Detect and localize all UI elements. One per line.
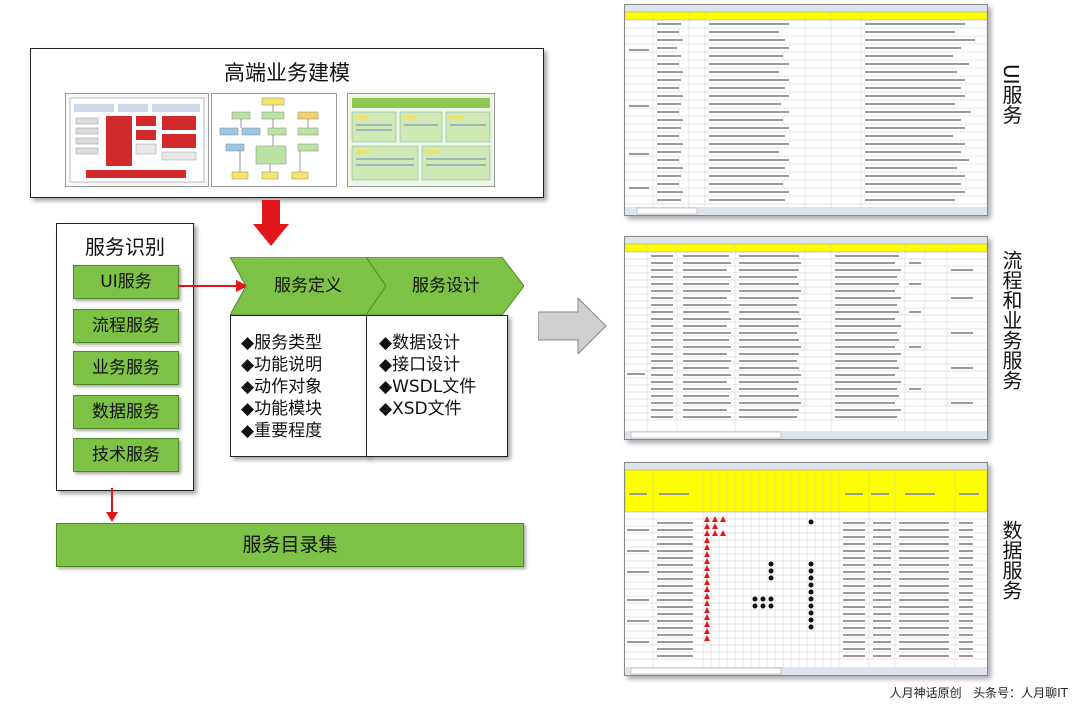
service-design-chevron[interactable]: 服务设计: [366, 257, 524, 315]
process-service-side-label: 流程和业务服务: [998, 250, 1023, 396]
service-catalog-bar[interactable]: 服务目录集: [56, 523, 524, 567]
business-modeling-panel: 高端业务建模: [30, 48, 544, 198]
definition-item: ◆动作对象: [241, 377, 323, 397]
process-service-button[interactable]: 流程服务: [73, 309, 179, 343]
ui-service-button[interactable]: UI服务: [73, 265, 179, 299]
right-arrow-icon: [178, 280, 248, 292]
design-item: ◆数据设计: [379, 333, 461, 353]
data-service-label-text: 数据服务: [999, 520, 1023, 600]
business-modeling-title: 高端业务建模: [224, 61, 350, 85]
ui-service-label-text: UI服务: [999, 64, 1023, 125]
footer-credit: 人月神话原创 头条号：人月聊IT: [889, 686, 1068, 700]
service-identification-panel: 服务识别 UI服务 流程服务 业务服务 数据服务 技术服务: [56, 223, 194, 491]
down-arrow-icon: [253, 200, 289, 246]
ui-service-spreadsheet: [624, 4, 988, 216]
service-identification-title: 服务识别: [85, 235, 165, 259]
definition-item: ◆功能说明: [241, 355, 323, 375]
model-thumbnail-3: [347, 93, 495, 187]
service-design-title: 服务设计: [412, 276, 480, 296]
design-item: ◆XSD文件: [379, 399, 462, 419]
definition-item: ◆重要程度: [241, 421, 323, 441]
technical-service-button[interactable]: 技术服务: [73, 438, 179, 472]
process-service-spreadsheet: [624, 236, 988, 440]
ui-service-side-label: UI服务: [998, 64, 1023, 131]
service-definition-list: ◆服务类型 ◆功能说明 ◆动作对象 ◆功能模块 ◆重要程度: [230, 315, 368, 457]
data-service-button[interactable]: 数据服务: [73, 395, 179, 429]
design-item: ◆WSDL文件: [379, 377, 477, 397]
definition-item: ◆服务类型: [241, 333, 323, 353]
service-design-list: ◆数据设计 ◆接口设计 ◆WSDL文件 ◆XSD文件: [366, 315, 508, 457]
process-service-label-text: 流程和业务服务: [999, 250, 1023, 390]
design-item: ◆接口设计: [379, 355, 461, 375]
down-arrow-small-icon: [106, 488, 118, 522]
data-service-side-label: 数据服务: [998, 520, 1023, 606]
service-definition-title: 服务定义: [274, 276, 342, 296]
data-service-spreadsheet: [624, 462, 988, 676]
service-definition-chevron[interactable]: 服务定义: [230, 257, 390, 315]
business-service-button[interactable]: 业务服务: [73, 351, 179, 385]
model-thumbnail-2: [211, 93, 337, 187]
definition-item: ◆功能模块: [241, 399, 323, 419]
big-right-arrow-icon: [538, 298, 607, 354]
model-thumbnail-1: [65, 93, 209, 187]
